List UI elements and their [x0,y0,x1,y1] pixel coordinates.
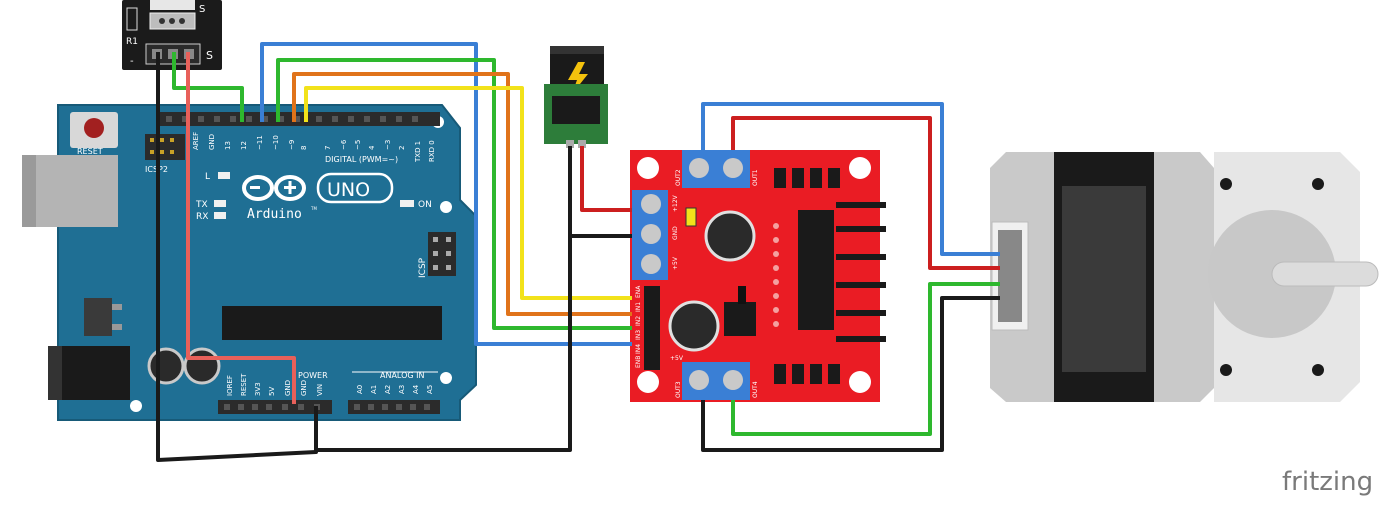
wire-black-gnd [316,234,632,452]
pin-label-3: ~3 [384,140,392,150]
fritzing-brand: fritzing [1282,467,1373,497]
analog-pin-a0: A0 [356,385,364,394]
wire-blue-pin11 [260,42,632,346]
enb-label: ENB [635,356,642,368]
arduino-logo: UNO Arduino TM [242,172,394,222]
wire-black-out3 [701,296,1000,452]
power-pin-3v3: 3V3 [254,382,262,396]
pin-label-tx: TXD 1 [414,141,422,163]
wire-black-sensor [156,52,318,462]
out4-label: OUT4 [752,381,759,398]
led-on-label: ON [418,200,432,210]
analog-pin-a2: A2 [384,385,392,394]
sensor-label-s-bottom: S [206,49,213,62]
wire-green-sensor [172,52,244,122]
wire-red-out1 [731,116,1000,270]
sensor-label-s-top: S [199,4,205,15]
sensor-label-r1: R1 [126,37,138,47]
pin-label-2: 2 [398,146,406,150]
arduino-uno-board: RESET ICSP 2 AREF GND 13 12 ~11 ~10 ~9 8 [22,104,477,421]
analog-pin-a1: A1 [370,385,378,394]
pin-label-10: ~10 [272,135,280,150]
wire-green-pin10 [276,58,632,330]
digital-header-label: DIGITAL (PWM=~) [325,155,398,164]
pin-label-13: 13 [224,141,232,150]
pin-label-8: 8 [300,146,308,150]
lightning-icon [568,62,588,94]
wire-orange-pin9 [292,72,632,316]
in2-label: IN2 [635,316,642,326]
analog-pin-a3: A3 [398,385,406,394]
pin-label-4: 4 [368,145,376,150]
led-rx-label: RX [196,212,208,222]
pin-label-rx: RXD 0 [428,140,436,162]
stepper-motor [990,152,1379,402]
ena-label: ENA [635,285,642,298]
power-pin-reset: RESET [240,373,248,396]
v5b-label: +5V [670,355,684,362]
out1-label: OUT1 [752,169,759,186]
v12-label: +12V [672,194,679,212]
out2-label: OUT2 [675,169,682,186]
v5-label: +5V [672,256,679,270]
wires [156,42,1000,462]
dc-power-jack [544,46,608,148]
pin-label-12: 12 [240,141,248,150]
power-pin-ioref: IOREF [226,375,234,396]
power-pin-5v: 5V [268,387,276,396]
icsp-label: ICSP [418,257,428,278]
wire-red-jack [580,146,632,212]
pin-label-aref: AREF [192,132,200,150]
power-pin-gnd2: GND [300,380,308,396]
gnd-label: GND [672,226,679,240]
pin-label-gnd: GND [208,134,216,150]
analog-pin-a4: A4 [412,384,420,394]
arduino-wordmark: Arduino [247,207,302,222]
in1-label: IN1 [635,302,642,312]
pin-label-7: 7 [324,146,332,150]
power-pin-vin: VIN [316,384,324,396]
reset-label: RESET [77,147,103,156]
led-tx-label: TX [195,200,208,210]
in3-label: IN3 [635,330,642,340]
wire-red-sensor [186,52,296,404]
wire-yellow-pin8 [304,86,632,300]
l298n-driver-board: OUT2 OUT1 OUT3 OUT4 +12V GND +5V ENA IN1… [630,150,886,402]
led-l-label: L [205,172,210,182]
pin-label-5: ~5 [354,140,362,150]
in4-label: IN4 [635,344,642,354]
power-header-label: POWER [298,371,328,380]
power-pin-gnd1: GND [284,380,292,396]
pin-label-11: ~11 [256,135,264,150]
wire-green-out4 [731,282,1000,436]
arduino-tm: TM [310,206,317,211]
wire-blue-out1 [701,102,1000,256]
uno-label: UNO [327,179,370,201]
pin-label-6: ~6 [340,139,348,150]
out3-label: OUT3 [675,381,682,398]
pin-label-9: ~9 [288,140,296,150]
analog-pin-a5: A5 [426,385,434,394]
sensor-label-minus: - [130,56,134,67]
analog-header-label: ANALOG IN [380,371,425,380]
